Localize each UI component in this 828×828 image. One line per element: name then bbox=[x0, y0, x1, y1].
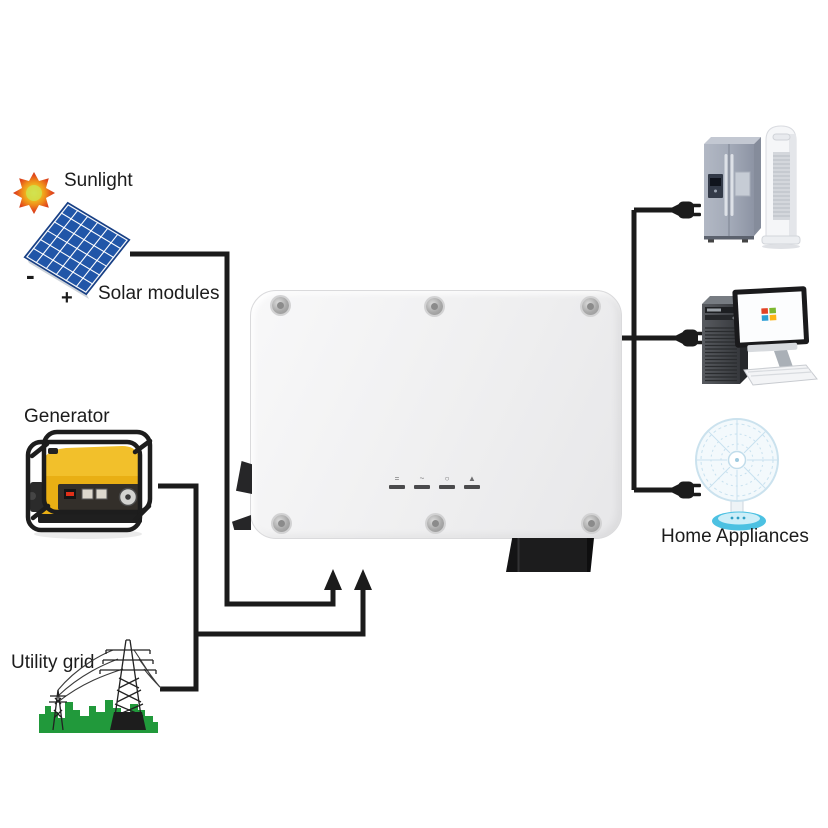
solar-modules-label: Solar modules bbox=[98, 283, 220, 304]
home-appliances-label: Home Appliances bbox=[661, 526, 809, 547]
warning-indicator-icon: ▲ bbox=[462, 474, 482, 489]
dc-indicator-icon: = bbox=[387, 474, 407, 489]
screw-icon bbox=[426, 298, 443, 315]
inverter-bottom-connector bbox=[506, 538, 594, 572]
ac-indicator-icon: ~ bbox=[412, 474, 432, 489]
up-arrow-icon bbox=[324, 569, 342, 590]
table-fan-icon bbox=[695, 418, 779, 531]
desktop-computer-icon bbox=[702, 286, 818, 386]
solar-plus-label: + bbox=[61, 287, 73, 309]
generator-icon bbox=[25, 429, 153, 539]
screw-icon bbox=[272, 297, 289, 314]
generator-label: Generator bbox=[24, 406, 110, 427]
plug-icon bbox=[672, 201, 701, 219]
refrigerator-icon bbox=[704, 137, 761, 243]
solar-panel-icon bbox=[23, 201, 131, 299]
inverter-icon: = ~ ○ ▲ bbox=[250, 290, 622, 539]
screw-icon bbox=[427, 515, 444, 532]
generator-grid-trunk-wire bbox=[158, 483, 199, 692]
solar-minus-label: - bbox=[26, 260, 35, 290]
screw-icon bbox=[273, 515, 290, 532]
air-conditioner-icon bbox=[761, 125, 801, 249]
screw-icon bbox=[583, 515, 600, 532]
up-arrow-icon bbox=[354, 569, 372, 590]
screw-icon bbox=[582, 298, 599, 315]
sunlight-label: Sunlight bbox=[64, 170, 133, 191]
sun-icon bbox=[13, 172, 55, 214]
power-lines-icon bbox=[39, 639, 162, 733]
utility-grid-label: Utility grid bbox=[11, 652, 95, 673]
alarm-indicator-icon: ○ bbox=[437, 474, 457, 489]
solar-to-inverter-wire bbox=[130, 251, 336, 607]
trunk-to-inverter-wire bbox=[196, 584, 366, 637]
